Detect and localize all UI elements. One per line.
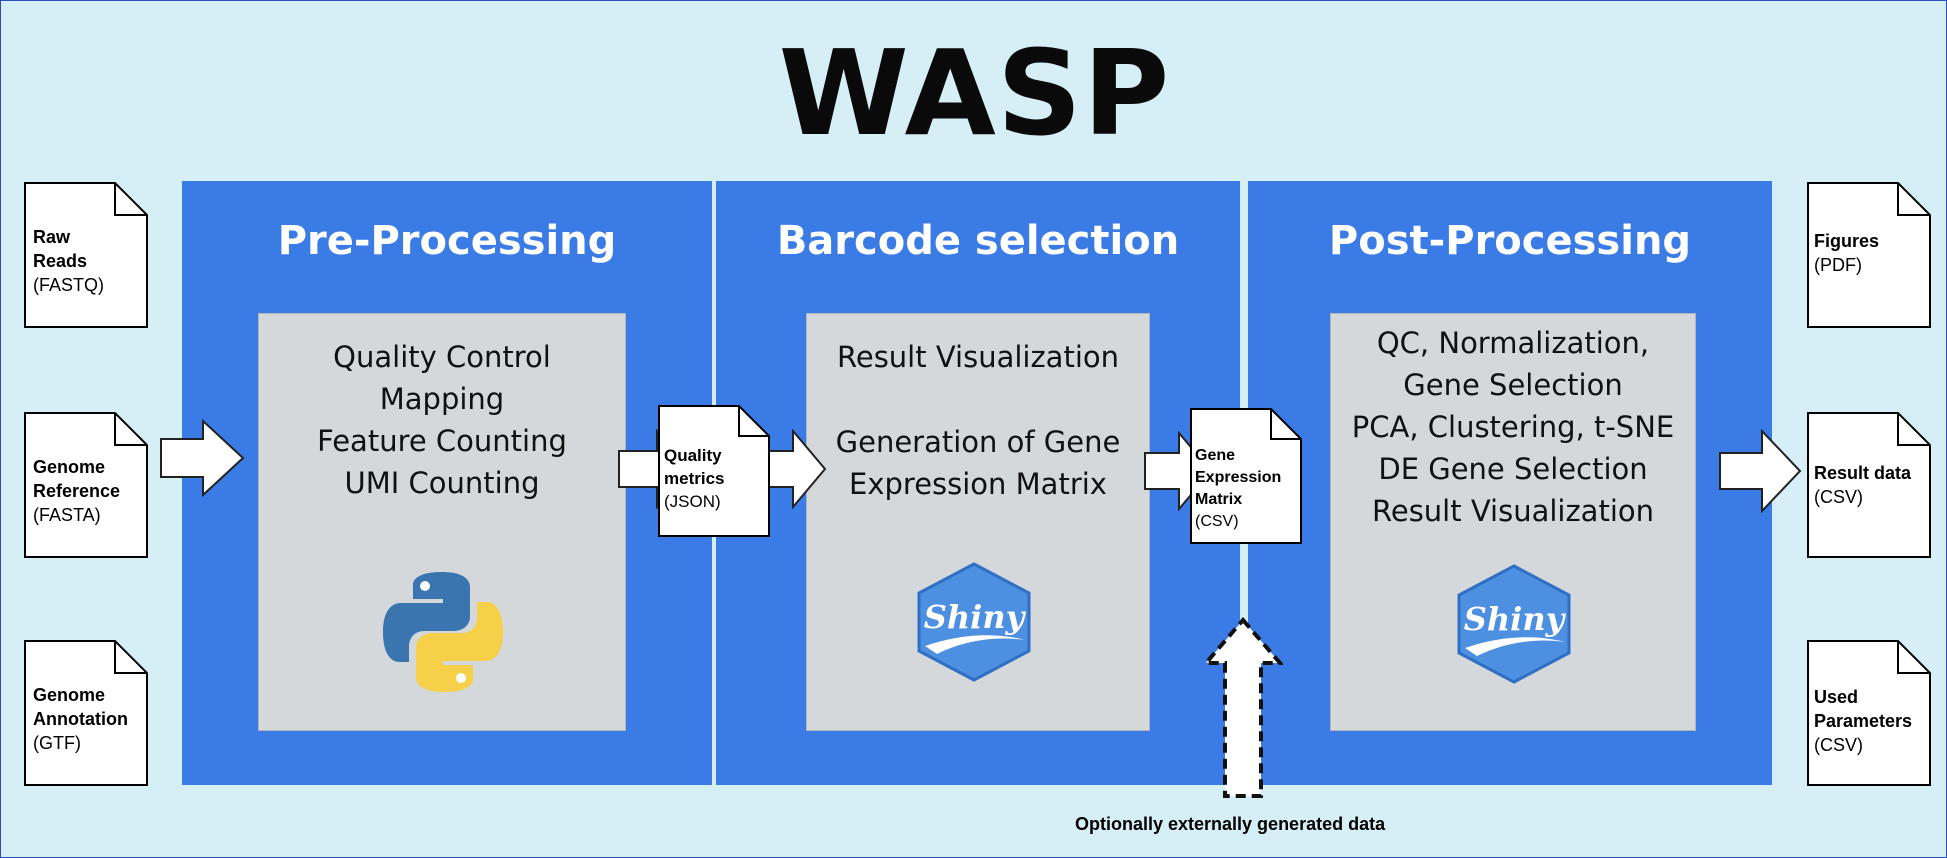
step-box: Result Visualization Generation of Gene … — [806, 313, 1150, 731]
step-line: Result Visualization — [1372, 494, 1654, 528]
shiny-logo-text: Shiny — [924, 598, 1027, 636]
input-file-genome-annotation: Genome Annotation (GTF) — [23, 639, 148, 789]
file-format: (GTF) — [33, 733, 81, 753]
step-line: QC, Normalization, — [1376, 326, 1650, 360]
file-format: (CSV) — [1814, 735, 1863, 755]
panel-title: Barcode selection — [776, 218, 1180, 264]
document-icon — [24, 640, 148, 786]
step-line: Quality Control — [333, 340, 551, 374]
document-icon — [1807, 182, 1931, 328]
document-icon — [1807, 640, 1931, 786]
intermediate-file-quality-metrics: Quality metrics (JSON) — [657, 404, 779, 540]
panel-post-processing: Post-Processing QC, Normalization, Gene … — [1248, 181, 1772, 785]
step-line: Generation of Gene — [835, 425, 1121, 459]
external-data-note: Optionally externally generated data — [1075, 814, 1386, 834]
step-line: DE Gene Selection — [1378, 452, 1648, 486]
document-icon — [658, 405, 770, 537]
arrow-right-icon — [1719, 429, 1802, 513]
file-format: (FASTQ) — [33, 275, 104, 295]
file-name: Gene Expression Matrix — [1195, 447, 1282, 508]
step-box: QC, Normalization, Gene Selection PCA, C… — [1330, 313, 1696, 731]
step-line: Result Visualization — [837, 340, 1119, 374]
output-file-figures: Figures (PDF) — [1806, 181, 1931, 331]
file-name: Figures — [1814, 231, 1880, 251]
dashed-arrow-up-icon — [1203, 617, 1283, 798]
file-format: (CSV) — [1814, 487, 1863, 507]
file-format: (FASTA) — [33, 505, 101, 525]
document-icon — [1807, 412, 1931, 558]
shiny-logo-icon: Shiny — [1457, 564, 1571, 684]
file-name: Genome Reference — [33, 457, 121, 501]
panel-title: Pre-Processing — [277, 218, 617, 264]
step-line: Expression Matrix — [849, 467, 1107, 501]
step-box: Quality Control Mapping Feature Counting… — [258, 313, 626, 731]
input-file-raw-reads: Raw Reads (FASTQ) — [23, 181, 148, 331]
arrow-right-icon — [160, 419, 245, 497]
file-name: Used Parameters — [1814, 687, 1913, 731]
output-file-result-data: Result data (CSV) — [1806, 411, 1931, 561]
step-line: Gene Selection — [1403, 368, 1623, 402]
document-icon — [1190, 408, 1302, 544]
file-name: Raw Reads — [33, 227, 88, 271]
arrow-right-icon — [768, 429, 827, 509]
file-name: Result data — [1814, 463, 1912, 483]
panel-title: Post-Processing — [1328, 218, 1692, 264]
file-format: (CSV) — [1195, 513, 1239, 530]
python-logo-icon — [383, 572, 503, 692]
output-file-used-parameters: Used Parameters (CSV) — [1806, 639, 1931, 789]
file-format: (PDF) — [1814, 255, 1862, 275]
step-line: PCA, Clustering, t-SNE — [1351, 410, 1675, 444]
shiny-logo-icon: Shiny — [917, 562, 1031, 682]
file-name: Genome Annotation — [33, 685, 128, 729]
shiny-logo-text: Shiny — [1464, 600, 1567, 638]
step-line: UMI Counting — [344, 466, 540, 500]
file-format: (JSON) — [664, 492, 721, 511]
file-name: Quality metrics — [664, 446, 725, 488]
input-file-genome-reference: Genome Reference (FASTA) — [23, 411, 148, 561]
document-icon — [24, 182, 148, 328]
diagram-title: WASP — [778, 24, 1171, 162]
intermediate-file-gene-expression-matrix: Gene Expression Matrix (CSV) — [1189, 407, 1311, 547]
step-line: Mapping — [379, 382, 505, 416]
step-line: Feature Counting — [317, 424, 567, 458]
document-icon — [24, 412, 148, 558]
